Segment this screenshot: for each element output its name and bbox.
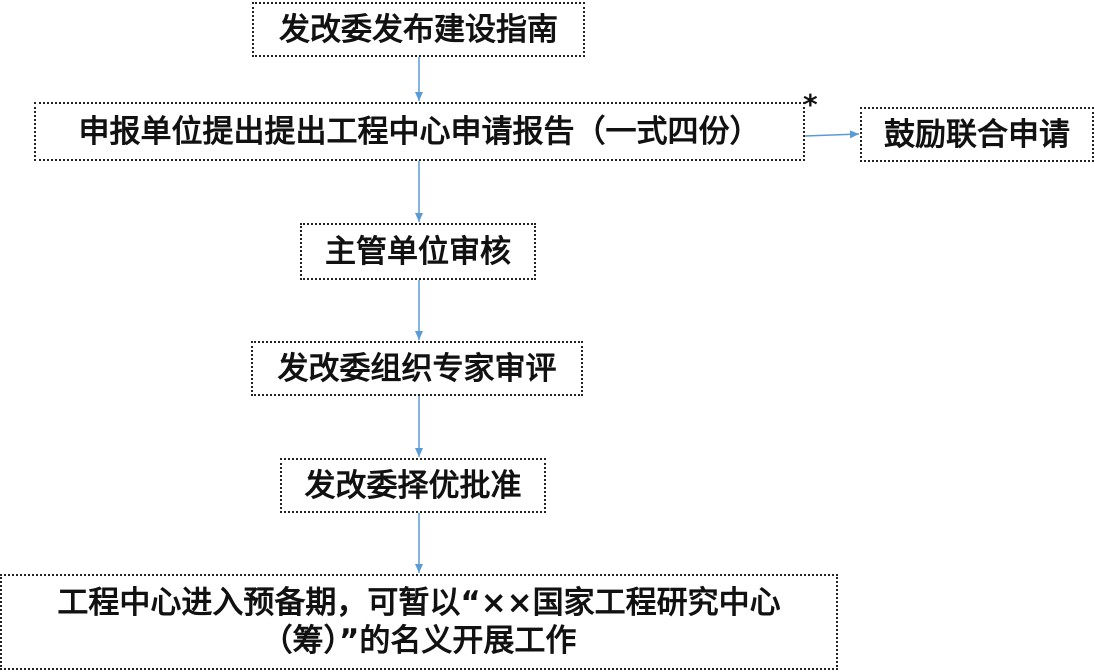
step-preparation-line2: （筹）”的名义开展工作 [261, 623, 577, 659]
step-preparation-line1: 工程中心进入预备期，可暂以“××国家工程研究中心 [57, 585, 781, 621]
step-submit-application: 申报单位提出提出工程中心申请报告（一式四份） [34, 102, 805, 161]
step-submit-application-label: 申报单位提出提出工程中心申请报告（一式四份） [78, 113, 761, 150]
step-approval: 发改委择优批准 [280, 458, 546, 513]
side-note-joint-application: 鼓励联合申请 [860, 107, 1094, 162]
step-expert-review-label: 发改委组织专家审评 [277, 350, 557, 387]
step-publish-guide-label: 发改委发布建设指南 [279, 11, 558, 48]
step-publish-guide: 发改委发布建设指南 [252, 2, 585, 57]
arrow-step2-to-side-note [804, 130, 860, 139]
side-note-label: 鼓励联合申请 [884, 116, 1070, 153]
step-supervisor-review: 主管单位审核 [300, 223, 536, 280]
step-preparation-period: 工程中心进入预备期，可暂以“××国家工程研究中心 （筹）”的名义开展工作 [0, 574, 838, 670]
step-expert-review: 发改委组织专家审评 [251, 341, 583, 396]
step-approval-label: 发改委择优批准 [304, 467, 522, 504]
asterisk-mark: * [803, 88, 818, 121]
step-supervisor-review-label: 主管单位审核 [325, 233, 511, 270]
